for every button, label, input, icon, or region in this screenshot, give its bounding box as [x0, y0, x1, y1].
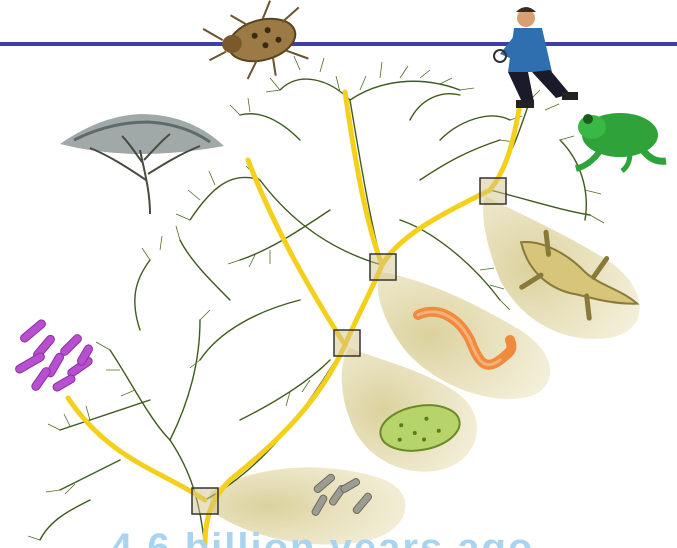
timeline-caption: 4.6 billion years ago	[110, 528, 630, 548]
node-box-cell	[334, 330, 360, 356]
frog-icon	[576, 113, 666, 171]
scientist-icon	[494, 7, 578, 108]
bacteria-icon	[14, 318, 94, 392]
node-box-root	[192, 488, 218, 514]
lineage-to-fungi	[248, 160, 345, 345]
lineage-to-bacteria	[68, 398, 205, 500]
node-box-salamander	[480, 178, 506, 204]
callouts	[210, 196, 640, 545]
node-box-worm	[370, 254, 396, 280]
